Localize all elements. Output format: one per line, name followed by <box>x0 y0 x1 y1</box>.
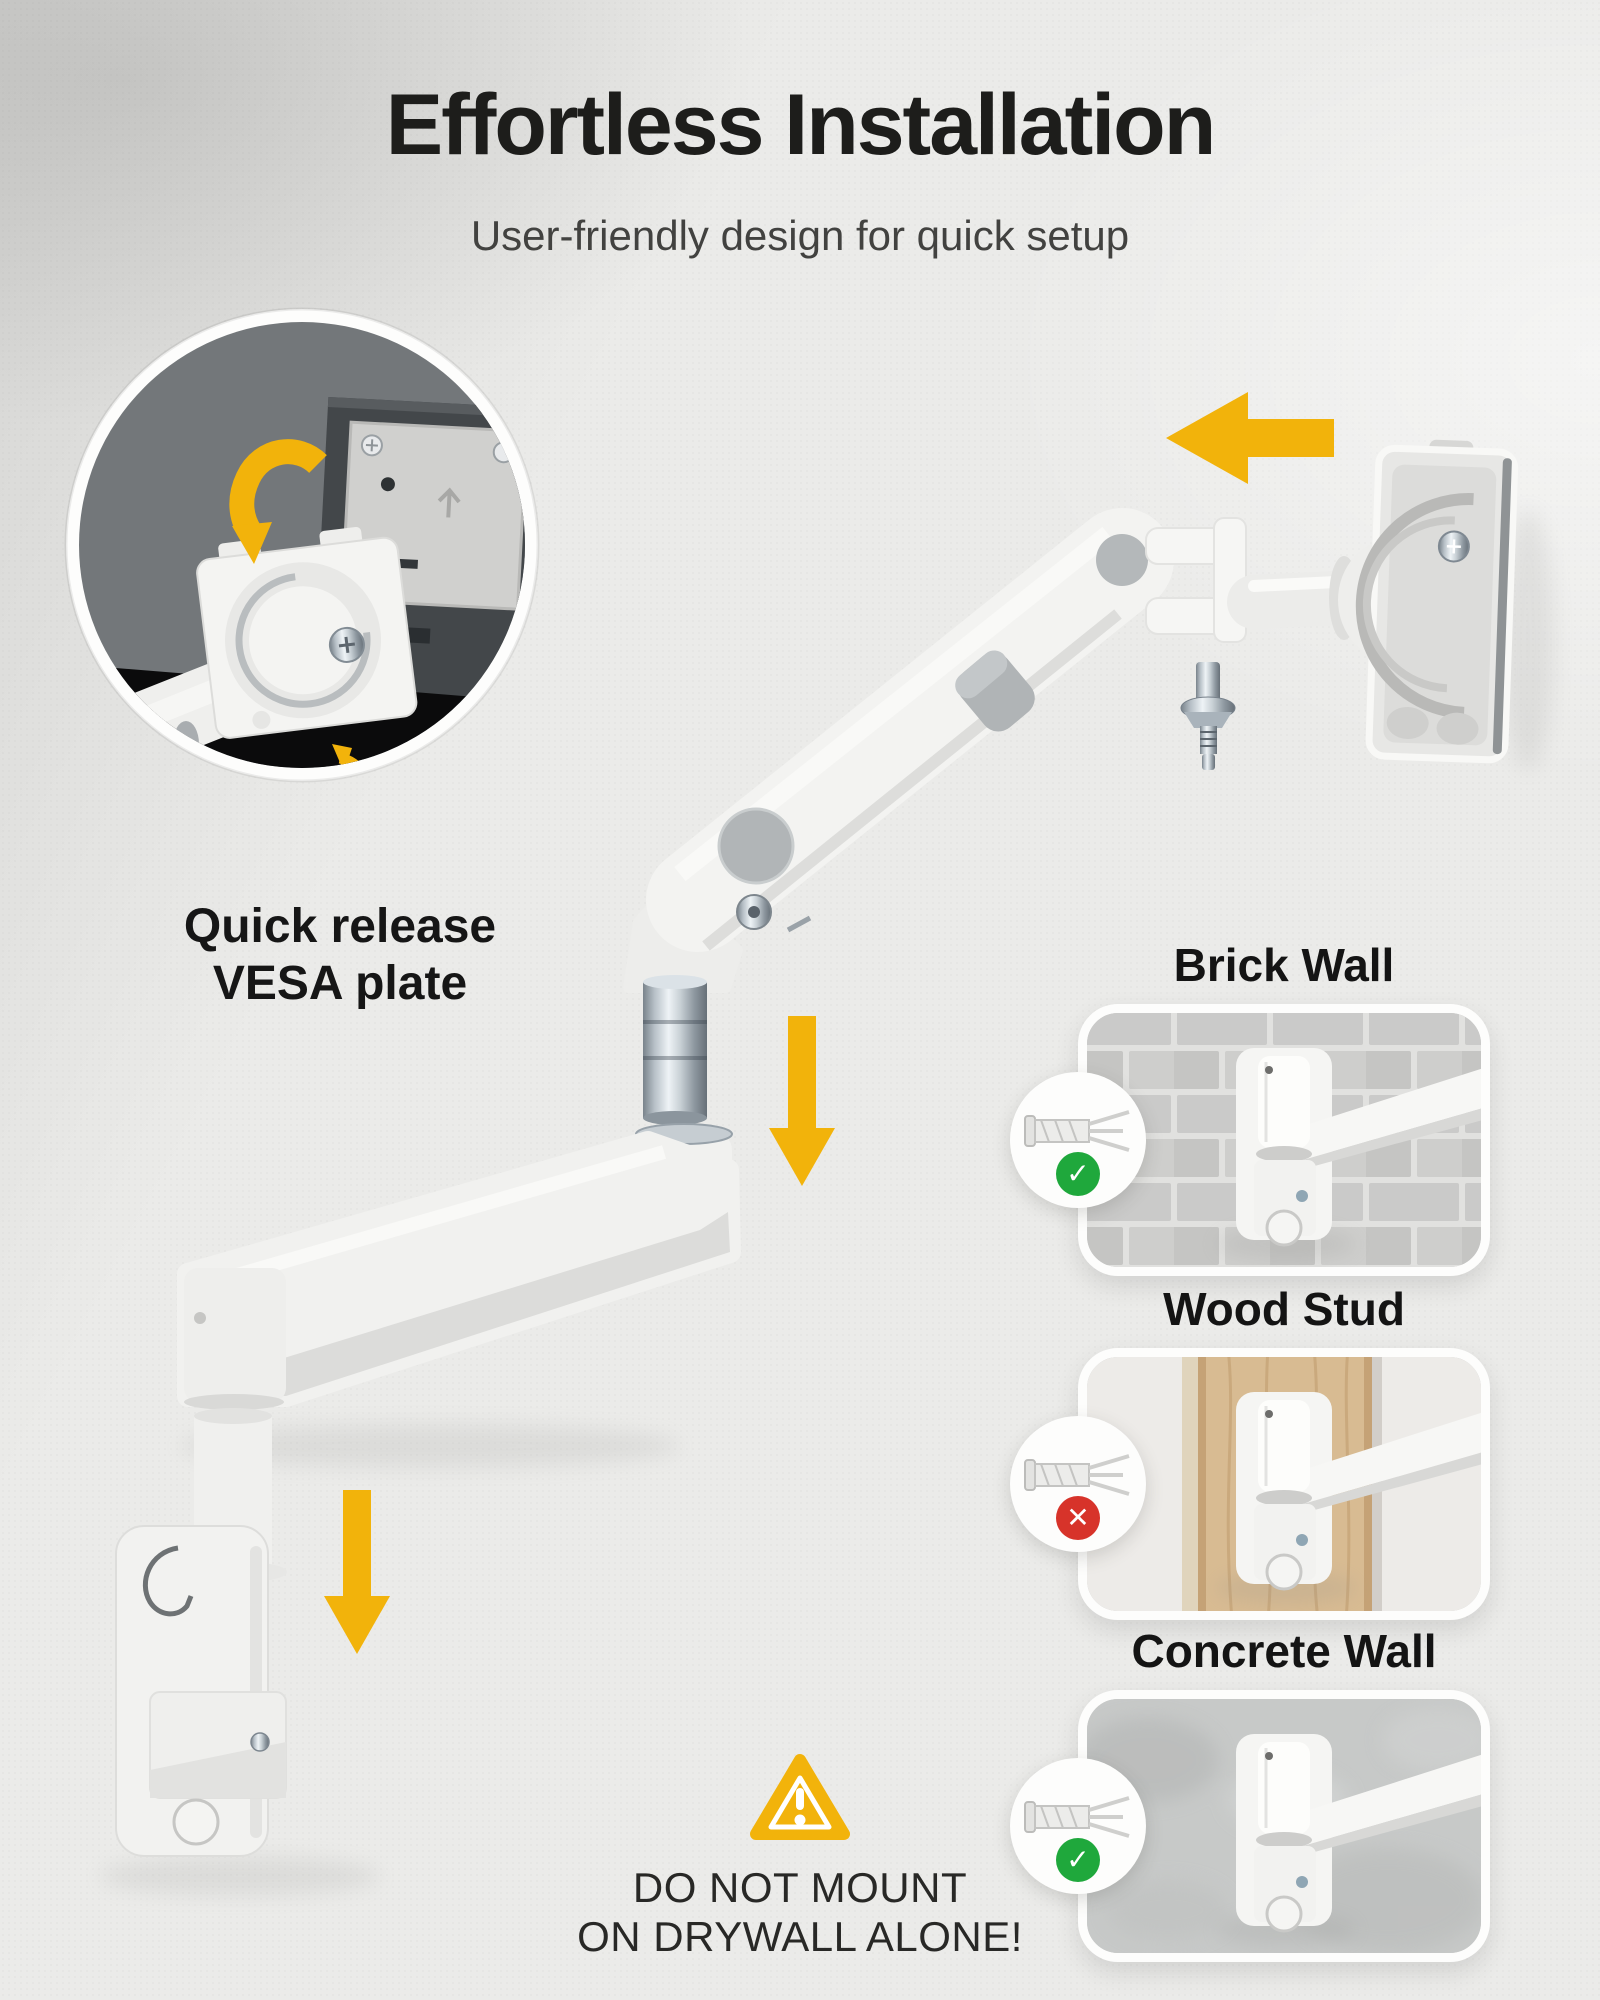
wall-anchor-icon <box>1024 1110 1130 1152</box>
drywall-warning: DO NOT MOUNT ON DRYWALL ALONE! <box>540 1752 1060 1961</box>
arrow-down-icon <box>769 1016 835 1186</box>
warning-text: DO NOT MOUNT ON DRYWALL ALONE! <box>540 1863 1060 1961</box>
cable-clip <box>955 650 1035 732</box>
wall-card-concrete <box>1078 1690 1490 1962</box>
wood-stud-photo <box>1087 1357 1481 1611</box>
page-title: Effortless Installation <box>385 77 1217 173</box>
wall-card-brick <box>1078 1004 1490 1276</box>
arrow-left-icon <box>1166 392 1334 484</box>
vesa-callout-line1: Quick release <box>183 900 497 953</box>
concrete-wall-photo <box>1087 1699 1481 1953</box>
anchor-badge-concrete: ✓ <box>1010 1758 1146 1894</box>
brick-wall-photo <box>1087 1013 1481 1267</box>
fork-bracket <box>1145 517 1247 643</box>
vesa-inset <box>64 307 540 783</box>
arrow-down-icon <box>324 1490 390 1654</box>
warning-line2: ON DRYWALL ALONE! <box>577 1913 1023 1960</box>
status-icon: ✓ <box>1056 1152 1100 1196</box>
vesa-plate <box>1355 439 1519 764</box>
wall-anchor-icon <box>1024 1454 1130 1496</box>
wall-type-title-brick: Brick Wall <box>1173 939 1395 991</box>
warning-triangle-icon <box>750 1754 850 1840</box>
curved-arrow-icon <box>229 439 327 564</box>
wall-type-title-concrete: Concrete Wall <box>1131 1625 1437 1677</box>
anchor-badge-brick: ✓ <box>1010 1072 1146 1208</box>
upper-arm-assembly <box>623 392 1519 993</box>
cast-shadows <box>100 510 1554 1896</box>
vesa-callout-line2: VESA plate <box>212 957 468 1010</box>
warning-line1: DO NOT MOUNT <box>632 1864 968 1911</box>
wall-card-wood <box>1078 1348 1490 1620</box>
quick-release-post <box>643 975 707 1125</box>
circular-arrow-icon <box>288 744 376 768</box>
page-subtitle: User-friendly design for quick setup <box>470 212 1130 259</box>
quick-release-plate <box>196 526 418 739</box>
wall-mount-plate <box>115 1525 287 1857</box>
status-icon: ✕ <box>1056 1496 1100 1540</box>
status-icon: ✓ <box>1056 1838 1100 1882</box>
wall-type-title-wood: Wood Stud <box>1163 1283 1405 1335</box>
anchor-badge-wood: ✕ <box>1010 1416 1146 1552</box>
wall-anchor-icon <box>1024 1796 1130 1838</box>
vesa-plate-callout: Quick release VESA plate <box>90 898 590 1012</box>
shoulder-screw <box>1180 662 1236 770</box>
